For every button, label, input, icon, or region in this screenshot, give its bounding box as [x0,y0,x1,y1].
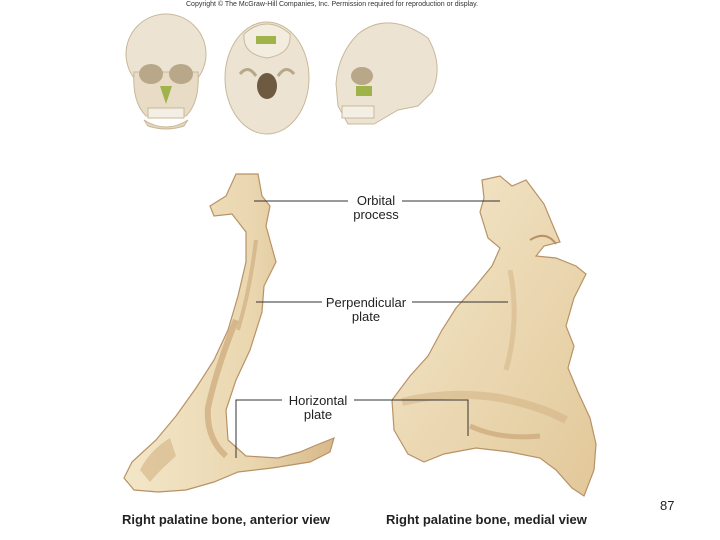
anterior-view-caption: Right palatine bone, anterior view [122,512,330,527]
page-number: 87 [660,498,674,513]
perpendicular-plate-label-line1: Perpendicular [318,296,414,310]
horizontal-plate-label-line2: plate [282,408,354,422]
horizontal-plate-label-line1: Horizontal [282,394,354,408]
anterior-view-bone [124,174,334,492]
medial-view-bone [392,176,596,496]
medial-view-caption: Right palatine bone, medial view [386,512,587,527]
orbital-process-label-line2: process [344,208,408,222]
orbital-process-label-line1: Orbital [344,194,408,208]
perpendicular-plate-label-line2: plate [318,310,414,324]
orbital-process-label: Orbital process [344,194,408,222]
horizontal-plate-label: Horizontal plate [282,394,354,422]
perpendicular-plate-label: Perpendicular plate [318,296,414,324]
